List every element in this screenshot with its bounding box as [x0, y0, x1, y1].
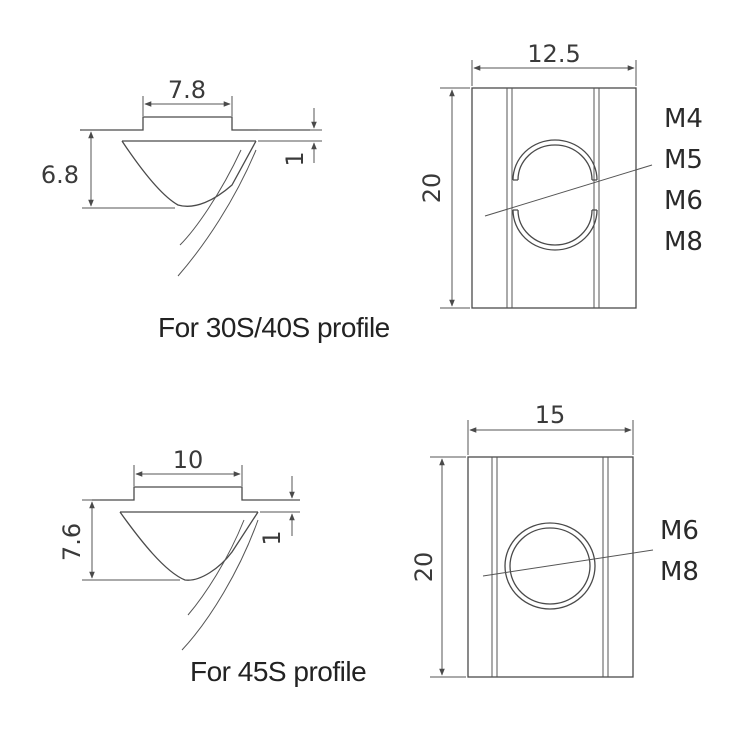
bottom-height-dim: 7.6	[58, 523, 86, 561]
top-front-length-dim: 20	[418, 173, 446, 204]
top-side-view: 7.8 6.8 1	[41, 76, 322, 277]
top-thread-m4: M4	[664, 104, 703, 134]
top-spring-inner	[179, 149, 242, 246]
bottom-lip-dim: 1	[258, 530, 286, 545]
bottom-profile-caption: For 45S profile	[190, 656, 366, 687]
bottom-spring-leaf	[181, 519, 259, 651]
bottom-hole-outer	[504, 522, 596, 610]
top-hole-lower-arc	[512, 209, 598, 251]
top-front-view: 12.5 20 M4 M5 M6 M8	[418, 40, 703, 309]
top-hole-upper-arc	[512, 139, 598, 181]
top-width-dim: 7.8	[168, 76, 206, 104]
top-thread-m6: M6	[664, 186, 703, 216]
bottom-nut-profile	[92, 486, 300, 581]
bottom-front-length-dim: 20	[410, 552, 438, 583]
bottom-front-width-dim: 15	[535, 401, 566, 429]
top-nut-profile	[80, 116, 310, 207]
top-nut-body	[471, 87, 637, 309]
top-profile-caption: For 30S/40S profile	[158, 312, 390, 343]
bottom-front-view: 15 20 M6 M8	[410, 401, 699, 678]
bottom-width-dim: 10	[173, 446, 204, 474]
bottom-side-view: 10 7.6 1	[58, 446, 300, 651]
top-lip-dim: 1	[281, 151, 309, 166]
bottom-thread-m6: M6	[660, 516, 699, 546]
bottom-nut-body	[467, 456, 634, 678]
top-thread-m5: M5	[664, 145, 703, 175]
top-front-width-dim: 12.5	[527, 40, 580, 68]
bottom-thread-m8: M8	[660, 557, 699, 587]
top-height-dim: 6.8	[41, 161, 79, 189]
bottom-spring-inner	[187, 519, 245, 616]
bottom-hole-inner	[509, 527, 591, 605]
top-spring-leaf	[177, 149, 257, 277]
top-thread-m8: M8	[664, 227, 703, 257]
